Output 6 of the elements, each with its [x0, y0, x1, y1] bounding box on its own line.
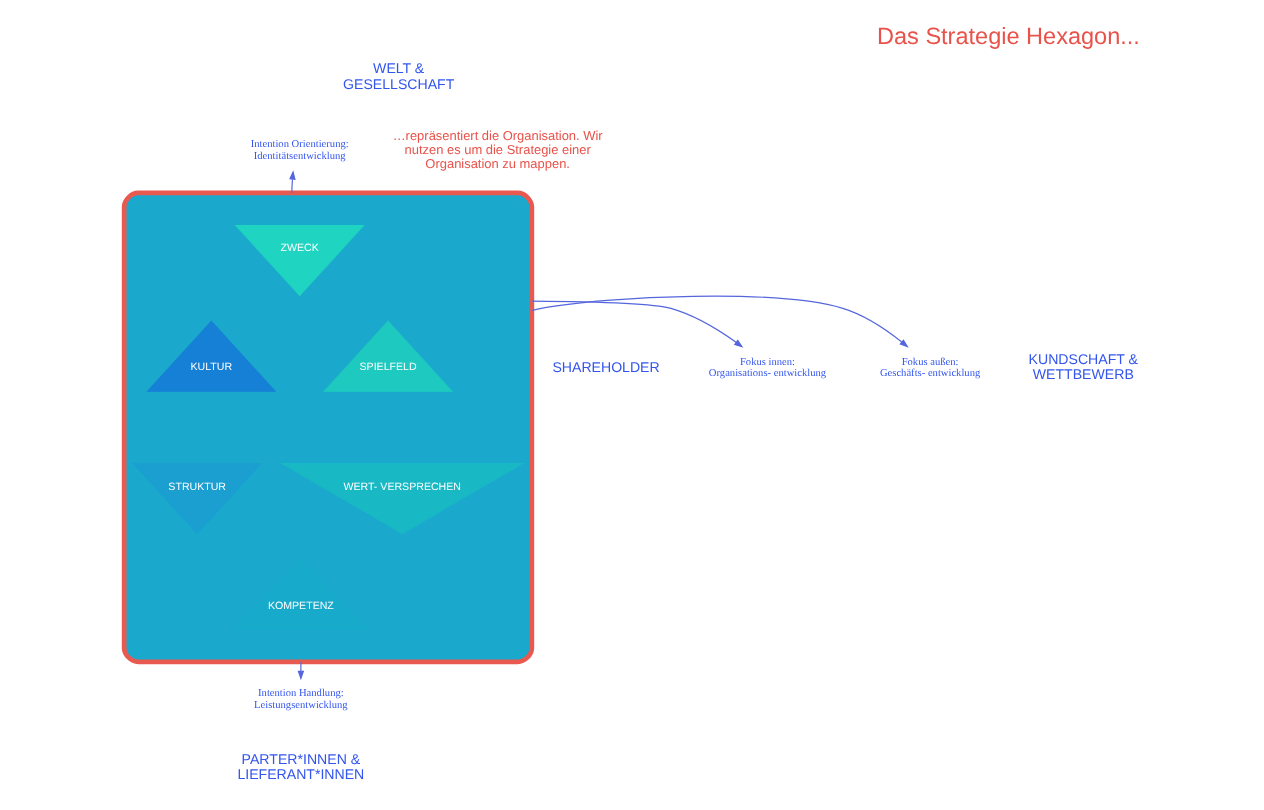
arrow	[531, 295, 909, 348]
cluster	[121, 190, 535, 665]
arrow	[289, 170, 296, 194]
diagram-title: Das Strategie Hexagon...	[877, 24, 1140, 51]
arrow	[531, 300, 744, 348]
arrow	[297, 661, 305, 681]
